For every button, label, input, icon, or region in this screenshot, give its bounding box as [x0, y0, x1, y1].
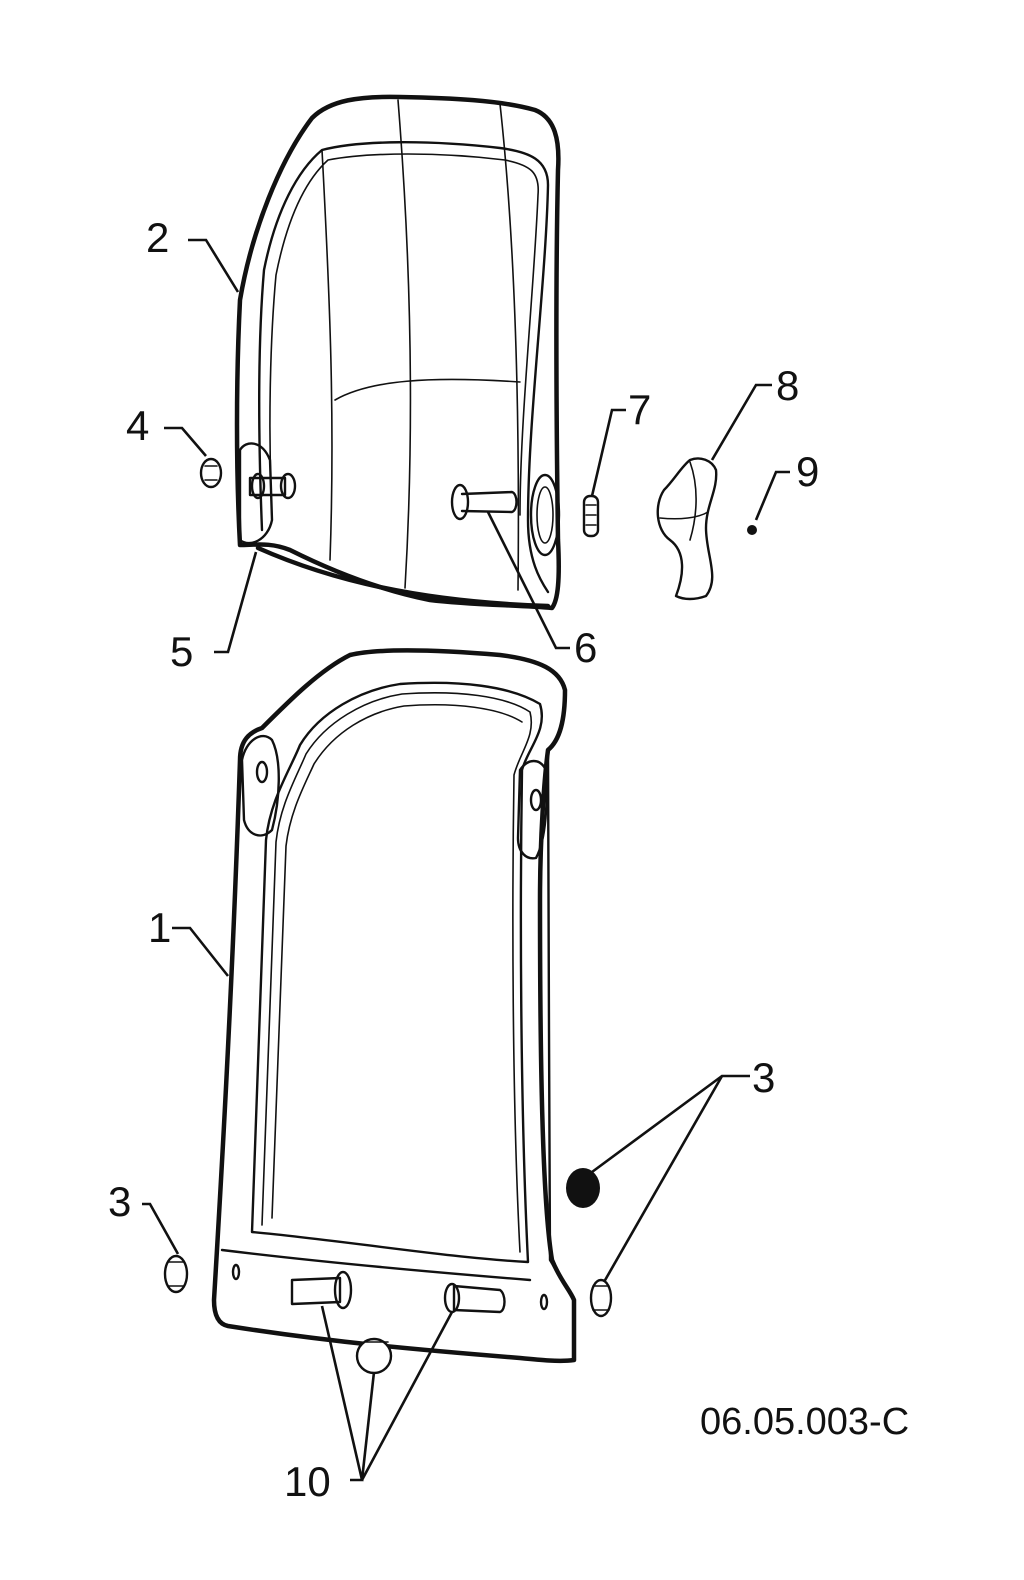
callout-9: 9: [796, 448, 819, 495]
callout-4: 4: [126, 402, 149, 449]
part-3-cap-right: [566, 1168, 600, 1208]
callout-8: 8: [776, 362, 799, 409]
callout-10: 10: [284, 1458, 331, 1505]
part-3-nut-left: [163, 1254, 189, 1294]
callout-7: 7: [628, 386, 651, 433]
drawing-reference-code: 06.05.003-C: [700, 1401, 909, 1443]
part-8-knob: [656, 457, 718, 601]
callout-1: 1: [148, 904, 171, 951]
part-6-pin: [450, 483, 518, 521]
callout-3-right: 3: [752, 1054, 775, 1101]
callout-3-left: 3: [108, 1178, 131, 1225]
part-7-washer: [582, 494, 600, 538]
part-3-nut-right: [589, 1278, 613, 1318]
callout-2: 2: [146, 214, 169, 261]
callout-6: 6: [574, 624, 597, 671]
callout-5: 5: [170, 628, 193, 675]
part-9-small-fastener: [747, 525, 757, 535]
part-4-nut: [199, 457, 223, 489]
leader-lines: [142, 238, 790, 1482]
part-2-upper-cover: [234, 94, 561, 611]
callout-labels: 2 4 5 6 7 8 9 1 3 3 10 06.05.003-C: [108, 214, 909, 1505]
part-1-lower-frame: [211, 648, 577, 1375]
part-5-bolt: [248, 472, 297, 500]
